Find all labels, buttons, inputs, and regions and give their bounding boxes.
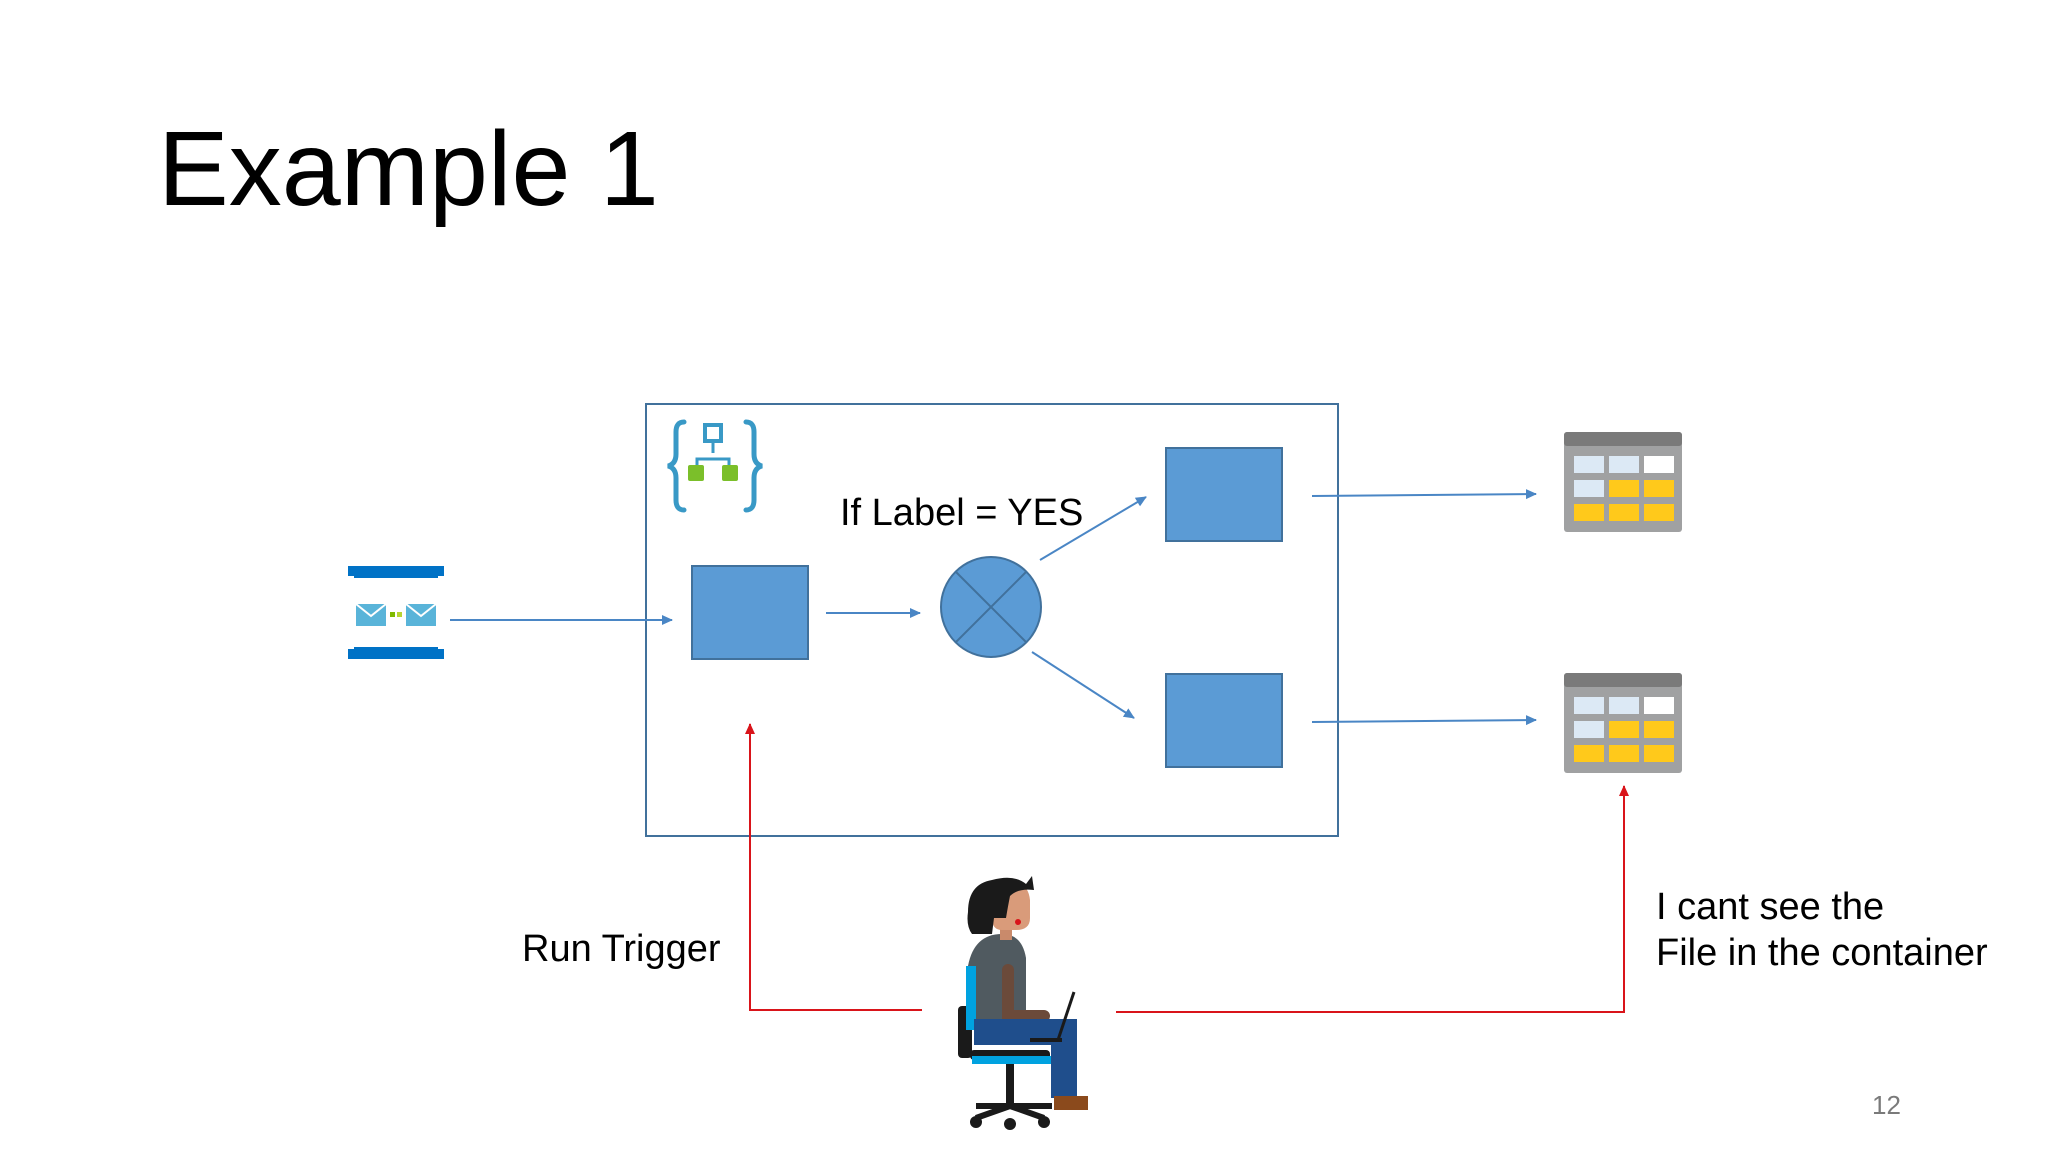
run-trigger-label: Run Trigger [522, 928, 721, 970]
run-trigger-arrow [745, 723, 922, 1011]
user-to-storage-arrow [1116, 785, 1629, 1013]
person-at-laptop-icon [958, 876, 1088, 1130]
logic-app-icon [667, 419, 763, 513]
feedback-line-2: File in the container [1656, 932, 1988, 975]
receive-step-box [691, 565, 809, 660]
storage-table-icon [1564, 673, 1682, 773]
feedback-label: I cant see the File in the container [1656, 884, 1988, 977]
yes-branch-arrow [1039, 496, 1147, 561]
service-bus-queue-icon [348, 566, 444, 659]
storage-table-icon [1564, 432, 1682, 532]
no-to-storage-arrow [1311, 715, 1537, 726]
yes-to-storage-arrow [1311, 489, 1537, 500]
condition-label: If Label = YES [840, 492, 1084, 534]
slide-title: Example 1 [158, 110, 659, 228]
page-number: 12 [1872, 1090, 1901, 1120]
no-branch-arrow [1031, 651, 1135, 719]
feedback-line-1: I cant see the [1656, 886, 1885, 928]
yes-step-box [1165, 447, 1283, 542]
condition-circle-icon [940, 556, 1042, 658]
no-step-box [1165, 673, 1283, 768]
